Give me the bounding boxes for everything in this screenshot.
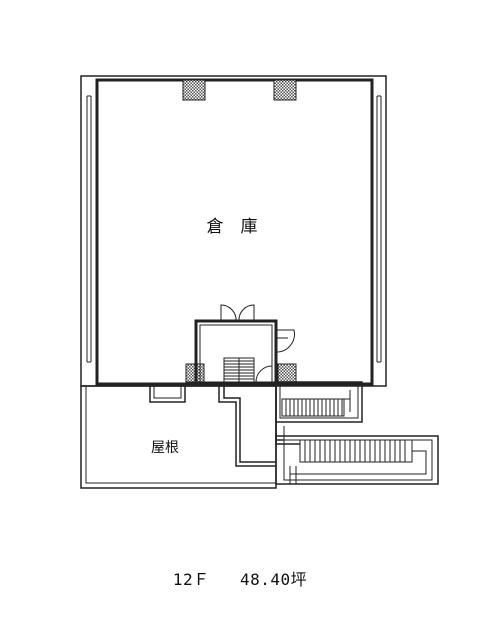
- floor-area: 48.40坪: [240, 570, 308, 589]
- exterior-stair-lower: [275, 435, 439, 485]
- roof-area: [80, 385, 277, 489]
- column: [182, 79, 206, 101]
- core-bottom-door: [255, 365, 273, 383]
- exterior-stair-upper: [275, 381, 363, 423]
- warehouse-label: 倉 庫: [207, 217, 258, 237]
- column: [277, 363, 297, 383]
- stair-core: [194, 319, 278, 385]
- double-door: [220, 304, 255, 322]
- roof-label: 屋根: [151, 440, 179, 456]
- floor-number: 12Ｆ: [172, 570, 210, 589]
- side-door: [275, 329, 295, 353]
- floor-caption: 12Ｆ 48.40坪: [0, 566, 480, 590]
- column: [273, 79, 297, 101]
- corridor: [218, 383, 284, 467]
